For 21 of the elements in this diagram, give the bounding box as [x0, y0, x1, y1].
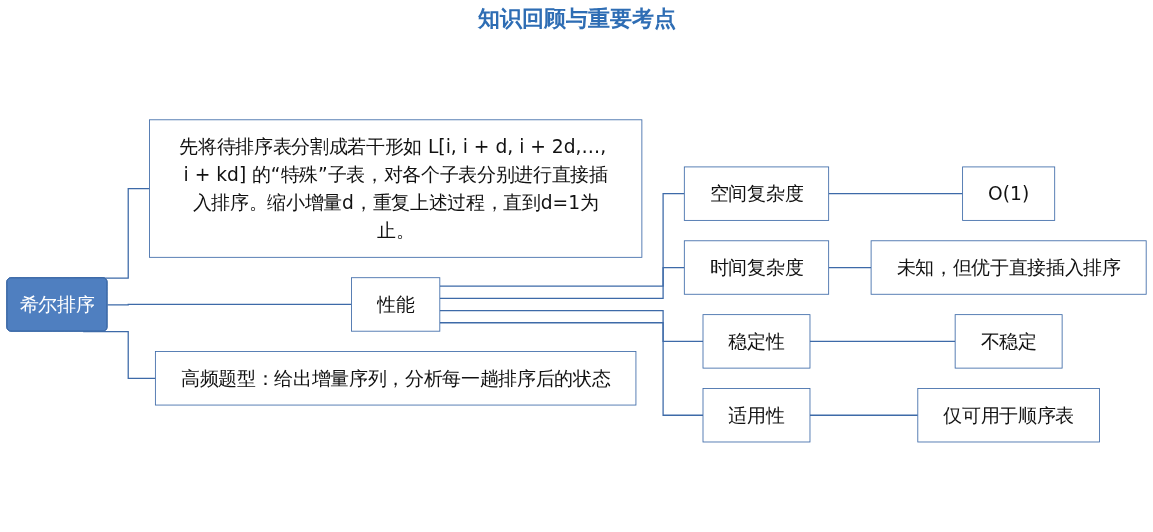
node-box: 适用性	[702, 388, 811, 443]
connector	[106, 303, 353, 306]
node-box: 时间复杂度	[683, 240, 830, 295]
title: 知识回顾与重要考点	[476, 5, 677, 33]
node-box: 性能	[351, 277, 441, 332]
connector	[809, 340, 956, 343]
connector	[828, 267, 872, 269]
connector	[439, 322, 704, 416]
node-box: 先将待排序表分割成若干形如 L[i, i + d, i + 2d,…, i + kd] 的“特殊”子表，对各个子表分别进行直接插入排序。缩小增量d，重复上述过程，直到d=1为止。	[149, 119, 643, 258]
node-box: 不稳定	[954, 314, 1063, 369]
connector	[439, 310, 704, 343]
node-box: O(1)	[962, 166, 1056, 221]
connector	[439, 193, 685, 287]
connector	[828, 193, 964, 195]
node-box: 空间复杂度	[683, 166, 830, 221]
node-box: 高频题型：给出增量序列，分析每一趟排序后的状态	[154, 351, 637, 406]
node-box: 仅可用于顺序表	[917, 388, 1100, 443]
node-box: 稳定性	[702, 314, 811, 369]
node-box: 未知，但优于直接插入排序	[870, 240, 1147, 295]
connector	[809, 414, 919, 416]
connector	[439, 267, 685, 300]
